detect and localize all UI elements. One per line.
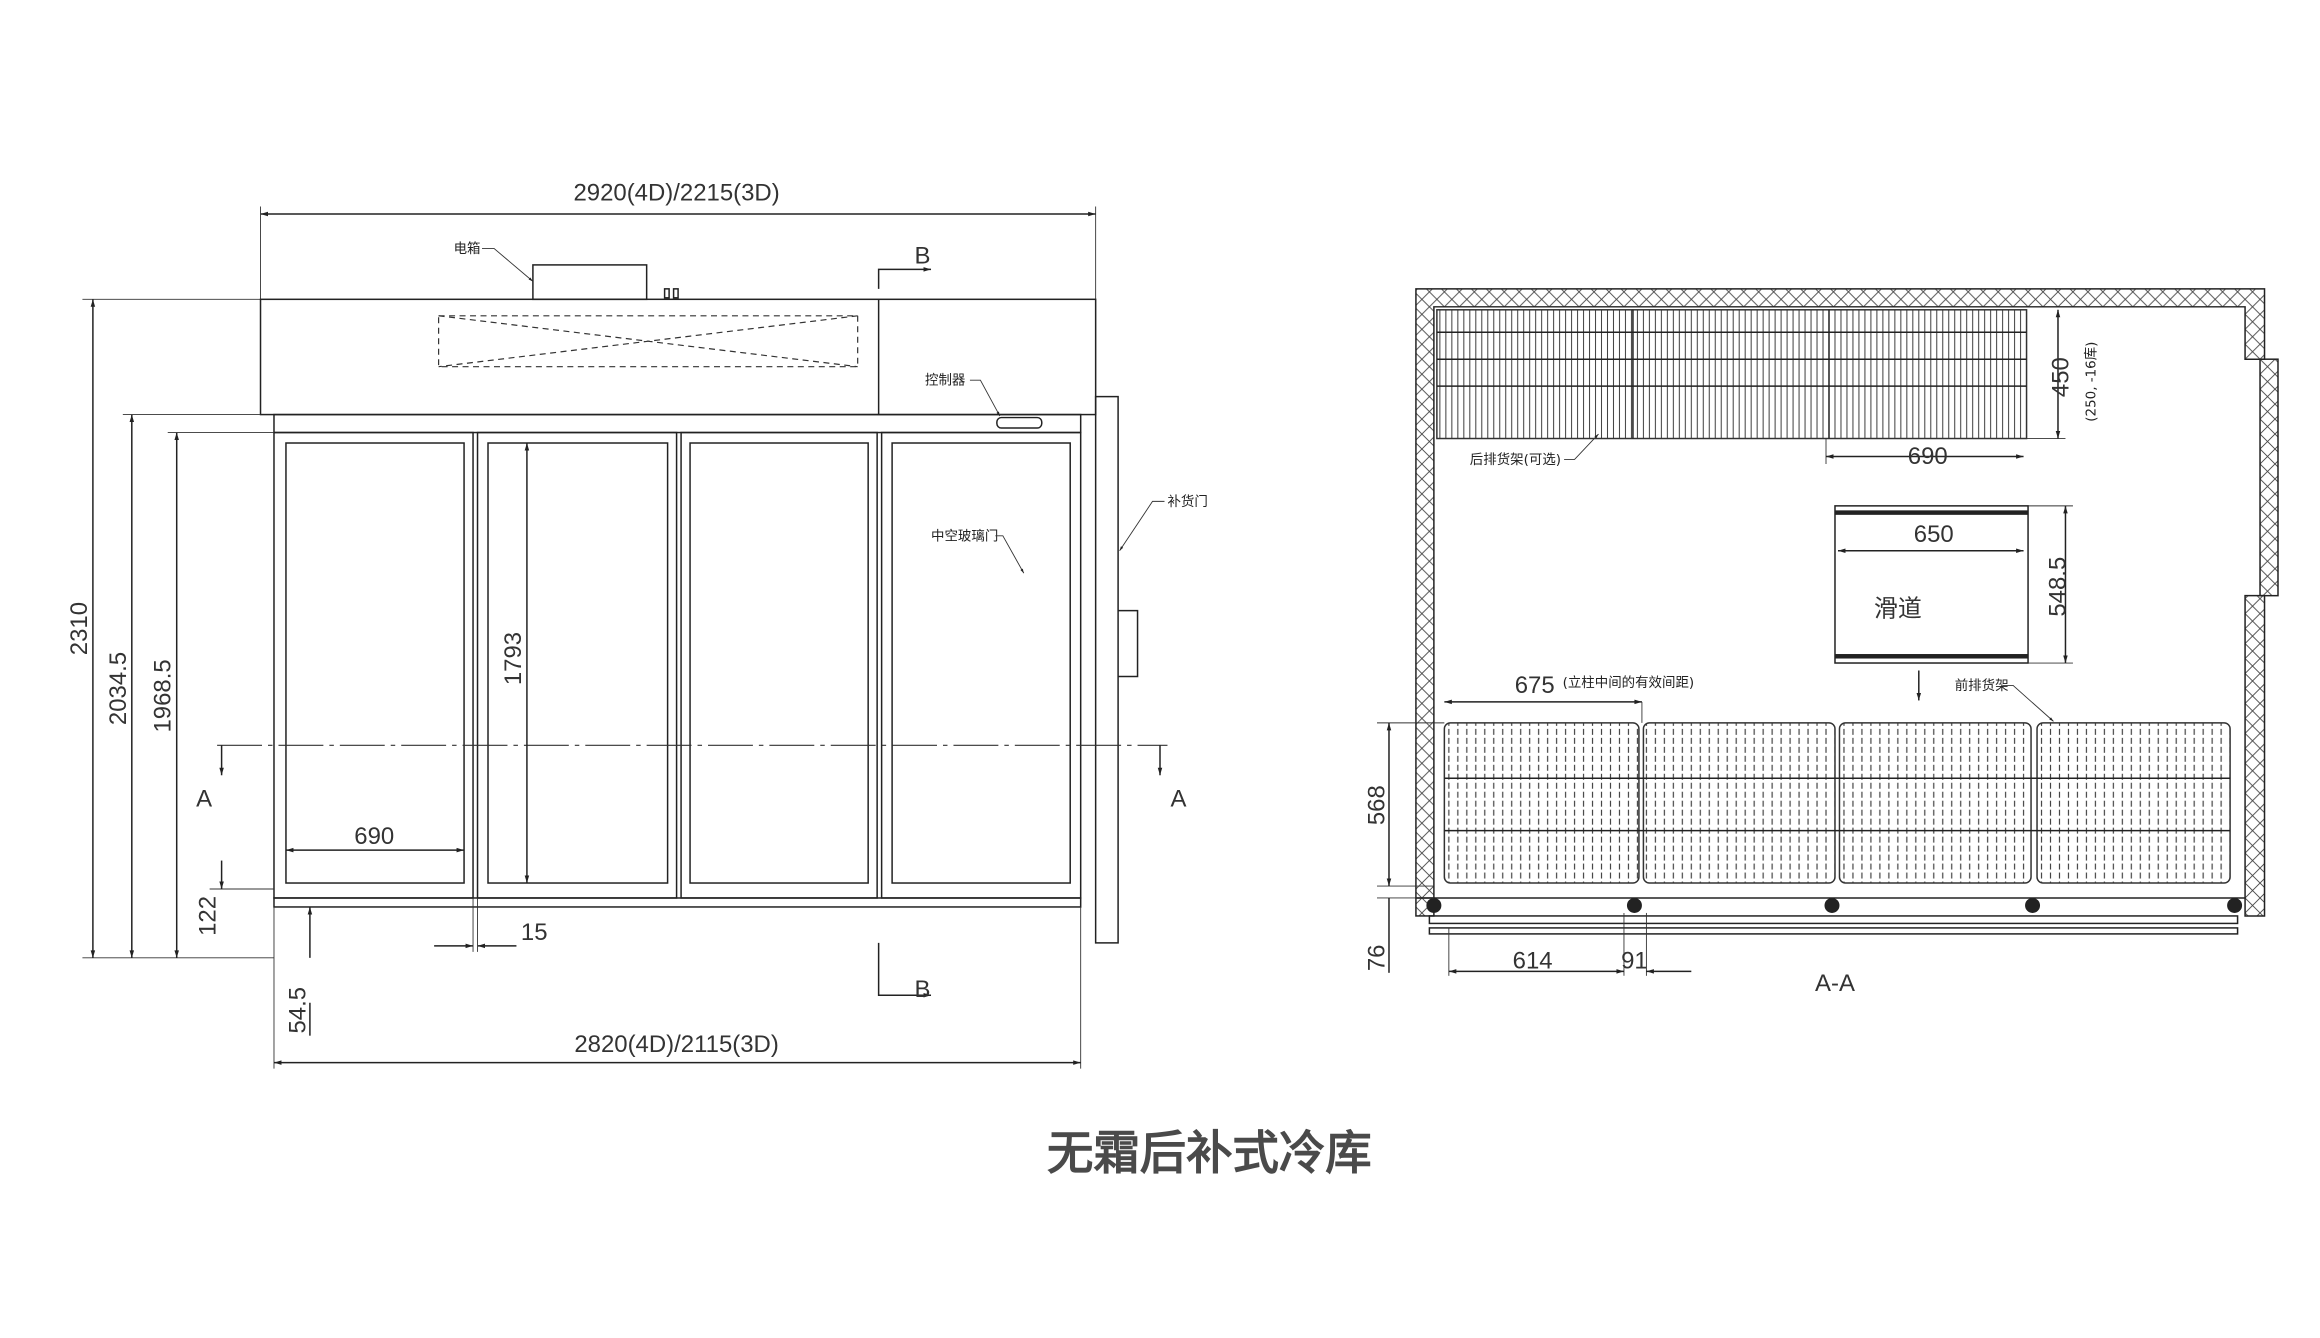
back-shelves	[1436, 309, 2028, 440]
section-b-top-marker	[877, 267, 932, 289]
evaporator	[438, 315, 859, 368]
front-shelf-label: 前排货架	[1955, 677, 2009, 694]
svg-text:2820(4D)/2115(3D): 2820(4D)/2115(3D)	[574, 1031, 778, 1058]
svg-text:(立柱中间的有效间距): (立柱中间的有效间距)	[1563, 675, 1695, 691]
svg-text:614: 614	[1513, 947, 1553, 974]
slide-label: 滑道	[1874, 596, 1922, 623]
front-shelves	[1443, 722, 2231, 884]
svg-text:54.5: 54.5	[284, 987, 311, 1034]
upper-body	[259, 298, 1097, 416]
section-b-bottom-marker	[877, 942, 932, 998]
svg-text:A: A	[196, 786, 212, 813]
restock-door-handle	[1118, 609, 1139, 678]
electric-box-label: 电箱	[454, 241, 481, 257]
controller-label: 控制器	[925, 373, 966, 389]
dim-top-width: 2920(4D)/2215(3D)	[573, 180, 779, 207]
svg-text:568: 568	[1363, 785, 1390, 825]
svg-text:548.5: 548.5	[2044, 557, 2071, 617]
controller	[996, 416, 1043, 429]
svg-text:122: 122	[195, 896, 222, 936]
svg-text:2310: 2310	[66, 602, 93, 655]
restock-door	[1094, 395, 1119, 944]
svg-text:1968.5: 1968.5	[150, 659, 177, 732]
door-rail-section	[1426, 897, 2246, 935]
svg-text:B: B	[915, 242, 931, 269]
svg-text:450: 450	[2047, 357, 2074, 397]
svg-text:690: 690	[354, 823, 394, 850]
glass-doors	[273, 431, 1082, 899]
restock-door-section	[2259, 358, 2279, 597]
svg-text:15: 15	[521, 919, 548, 946]
bottom-rail	[273, 897, 1082, 908]
front-view: 2920(4D)/2215(3D) 电箱 B 控制器 中空玻璃门 补货门 A A…	[66, 180, 1208, 1069]
section-view-a-a: 后排货架(可选) 450 (250, -16库) 690 650 548.5 滑…	[1363, 288, 2279, 997]
svg-text:B: B	[915, 976, 931, 1003]
svg-text:2034.5: 2034.5	[105, 652, 132, 725]
svg-text:690: 690	[1908, 443, 1948, 470]
glass-door-label: 中空玻璃门	[931, 527, 998, 544]
counter-bar	[273, 413, 1082, 434]
section-caption: A-A	[1815, 970, 1855, 997]
drawing-title: 无霜后补式冷库	[1047, 1126, 1372, 1180]
svg-text:91: 91	[1621, 947, 1648, 974]
svg-text:76: 76	[1363, 945, 1390, 972]
back-shelf-label: 后排货架(可选)	[1470, 451, 1561, 468]
svg-text:1793: 1793	[500, 632, 527, 685]
svg-text:A: A	[1170, 786, 1186, 813]
slide	[1834, 505, 2029, 664]
svg-text:675: 675	[1515, 672, 1555, 699]
restock-door-label: 补货门	[1167, 493, 1207, 510]
svg-text:(250, -16库): (250, -16库)	[2083, 342, 2099, 422]
electric-box	[532, 264, 648, 301]
svg-text:650: 650	[1914, 521, 1954, 548]
